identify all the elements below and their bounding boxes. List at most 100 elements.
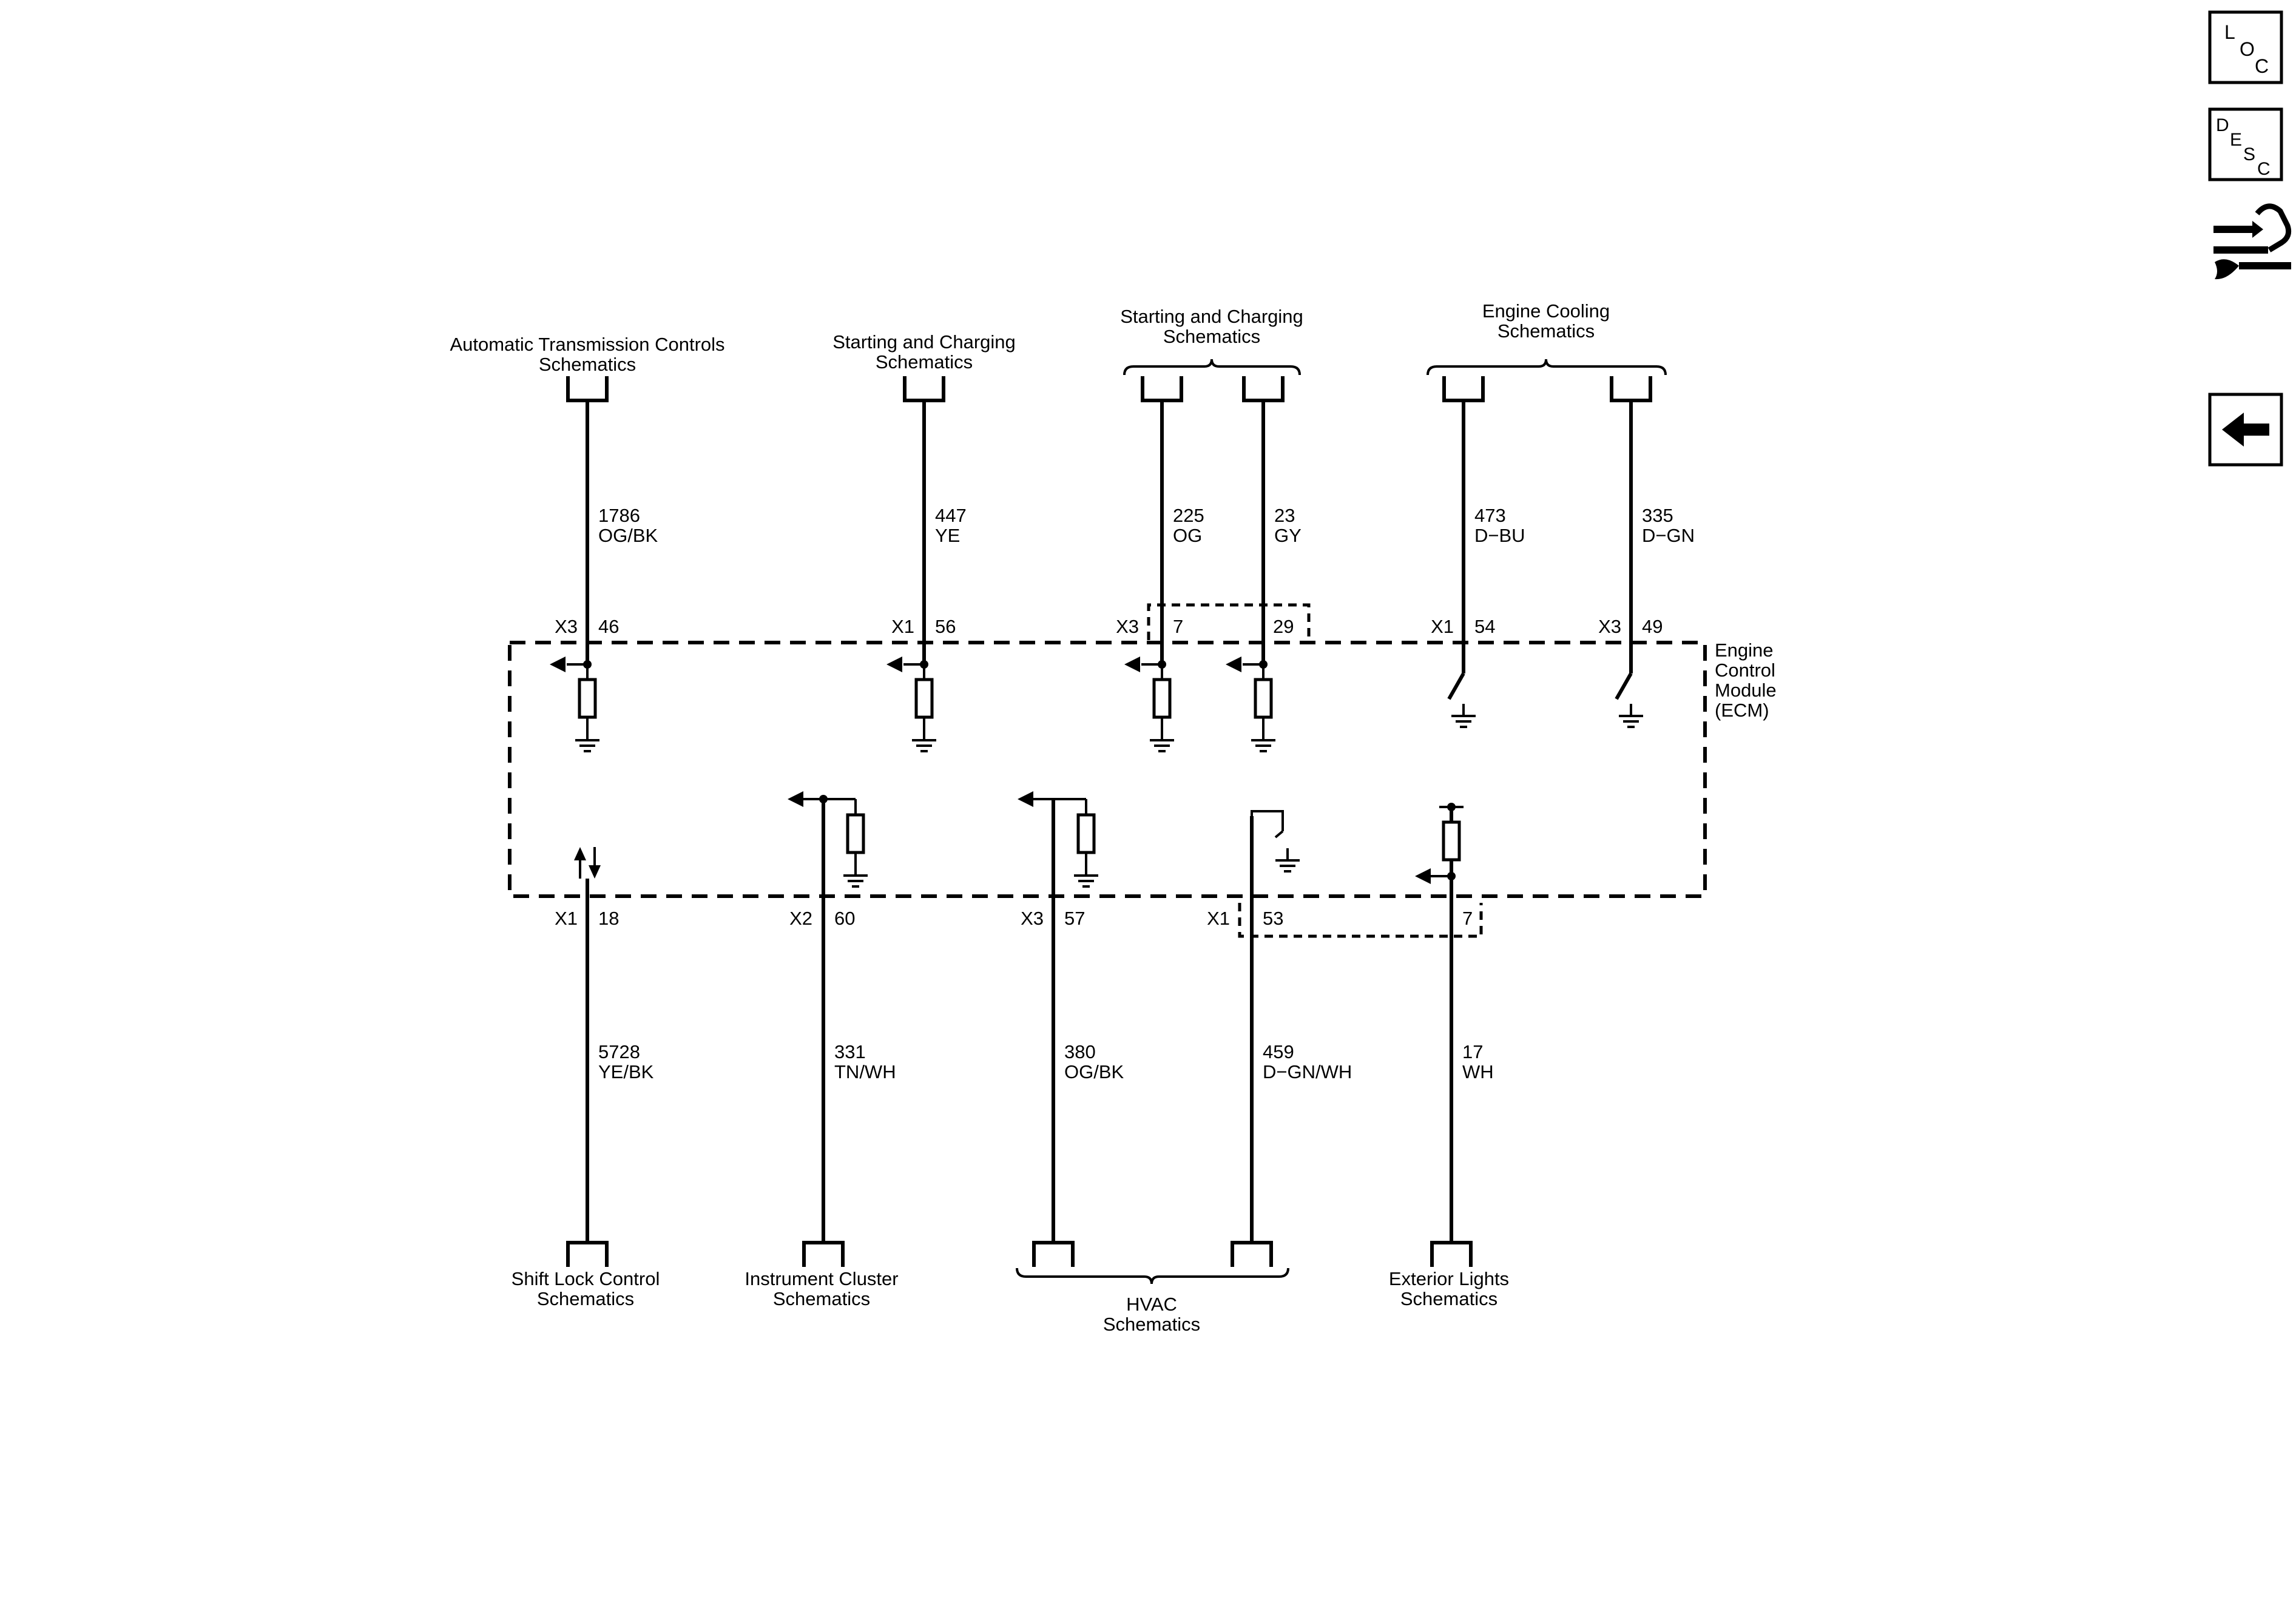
svg-text:7: 7 — [1173, 616, 1183, 637]
top-circuit-label-447: 447 YE — [935, 505, 967, 546]
svg-text:54: 54 — [1474, 616, 1495, 637]
svg-text:YE: YE — [935, 525, 960, 546]
connector-repair-icon — [2213, 203, 2292, 280]
svg-text:Schematics: Schematics — [1103, 1314, 1200, 1335]
description-button[interactable]: D E S C — [2208, 107, 2283, 181]
svg-text:Schematics: Schematics — [539, 354, 636, 375]
svg-text:56: 56 — [935, 616, 956, 637]
bottom-dest-shift-lock-control[interactable]: Shift Lock Control Schematics — [512, 1268, 660, 1309]
svg-text:1786: 1786 — [598, 505, 640, 526]
svg-text:Schematics: Schematics — [1163, 326, 1260, 347]
svg-text:O: O — [2240, 38, 2255, 60]
top-circuit-label-225: 225 OG — [1173, 505, 1204, 546]
top-circuit-label-473: 473 D−BU — [1474, 505, 1525, 546]
svg-text:WH: WH — [1462, 1061, 1494, 1082]
svg-text:C: C — [2255, 55, 2269, 77]
svg-text:GY: GY — [1274, 525, 1302, 546]
svg-text:OG: OG — [1173, 525, 1202, 546]
brace-engine-cooling — [1427, 359, 1667, 376]
svg-text:HVAC: HVAC — [1126, 1294, 1177, 1315]
svg-text:X2: X2 — [789, 908, 812, 929]
top-dest-starting-charging-2[interactable]: Starting and Charging Schematics — [1120, 306, 1303, 347]
connector-group-x1-53-7 — [1238, 903, 1483, 938]
svg-text:447: 447 — [935, 505, 967, 526]
svg-text:X1: X1 — [555, 908, 578, 929]
svg-text:Shift Lock Control: Shift Lock Control — [512, 1268, 660, 1289]
svg-text:S: S — [2243, 144, 2255, 164]
svg-text:X1: X1 — [891, 616, 914, 637]
svg-text:60: 60 — [834, 908, 855, 929]
svg-text:Engine: Engine — [1715, 640, 1774, 661]
top-dest-starting-charging-1[interactable]: Starting and Charging Schematics — [832, 331, 1016, 373]
svg-text:Schematics: Schematics — [1497, 320, 1595, 342]
svg-text:Exterior Lights: Exterior Lights — [1389, 1268, 1509, 1289]
svg-text:OG/BK: OG/BK — [598, 525, 658, 546]
top-wires — [568, 376, 1650, 673]
top-pin-labels: X3 46 X1 56 X3 7 29 X1 54 X3 49 — [555, 616, 1663, 637]
svg-text:57: 57 — [1064, 908, 1085, 929]
bottom-dest-hvac[interactable]: HVAC Schematics — [1103, 1294, 1200, 1335]
connector-repair-button[interactable] — [2213, 203, 2292, 280]
svg-text:X1: X1 — [1207, 908, 1230, 929]
svg-text:Control: Control — [1715, 660, 1775, 681]
svg-text:29: 29 — [1273, 616, 1294, 637]
bottom-circuit-label-459: 459 D−GN/WH — [1263, 1041, 1352, 1082]
svg-text:53: 53 — [1263, 908, 1283, 929]
svg-text:331: 331 — [834, 1041, 866, 1062]
svg-text:17: 17 — [1462, 1041, 1483, 1062]
svg-text:335: 335 — [1642, 505, 1673, 526]
svg-text:X3: X3 — [1021, 908, 1044, 929]
svg-text:5728: 5728 — [598, 1041, 640, 1062]
svg-text:D−GN/WH: D−GN/WH — [1263, 1061, 1352, 1082]
bottom-circuit-label-380: 380 OG/BK — [1064, 1041, 1124, 1082]
svg-text:X3: X3 — [555, 616, 578, 637]
back-arrow-icon — [2222, 413, 2269, 447]
svg-text:D−GN: D−GN — [1642, 525, 1695, 546]
svg-text:473: 473 — [1474, 505, 1506, 526]
svg-text:23: 23 — [1274, 505, 1295, 526]
svg-text:225: 225 — [1173, 505, 1204, 526]
location-button[interactable]: L O C — [2208, 10, 2283, 84]
svg-text:Schematics: Schematics — [1400, 1288, 1497, 1309]
svg-text:D: D — [2216, 115, 2229, 135]
svg-text:Engine Cooling: Engine Cooling — [1482, 300, 1610, 322]
svg-text:Schematics: Schematics — [876, 351, 973, 373]
ecm-internal-bottom — [574, 791, 1464, 904]
svg-text:Starting and Charging: Starting and Charging — [1120, 306, 1303, 327]
svg-text:L: L — [2224, 21, 2235, 43]
svg-text:OG/BK: OG/BK — [1064, 1061, 1124, 1082]
location-icon: L O C — [2224, 21, 2269, 77]
svg-text:Module: Module — [1715, 680, 1777, 701]
connector-group-x3-7-29 — [1147, 603, 1311, 640]
ecm-module-label: Engine Control Module (ECM) — [1715, 640, 1777, 721]
bottom-wires — [568, 879, 1471, 1267]
svg-text:X3: X3 — [1116, 616, 1139, 637]
svg-text:380: 380 — [1064, 1041, 1096, 1062]
svg-text:Starting and Charging: Starting and Charging — [832, 331, 1016, 353]
svg-text:46: 46 — [598, 616, 619, 637]
bottom-circuit-label-331: 331 TN/WH — [834, 1041, 896, 1082]
top-circuit-label-335: 335 D−GN — [1642, 505, 1695, 546]
top-dest-engine-cooling[interactable]: Engine Cooling Schematics — [1482, 300, 1610, 342]
svg-text:X3: X3 — [1598, 616, 1621, 637]
top-dest-automatic-transmission-controls[interactable]: Automatic Transmission Controls Schemati… — [450, 334, 724, 375]
svg-text:D−BU: D−BU — [1474, 525, 1525, 546]
brace-starting-charging — [1123, 359, 1301, 376]
bottom-dest-instrument-cluster[interactable]: Instrument Cluster Schematics — [745, 1268, 898, 1309]
svg-text:459: 459 — [1263, 1041, 1294, 1062]
svg-text:TN/WH: TN/WH — [834, 1061, 896, 1082]
svg-text:C: C — [2257, 159, 2271, 179]
svg-text:X1: X1 — [1431, 616, 1454, 637]
brace-hvac — [1016, 1268, 1289, 1284]
svg-text:E: E — [2230, 130, 2242, 150]
svg-text:49: 49 — [1642, 616, 1663, 637]
ecm-module-outline — [508, 641, 1707, 898]
svg-text:(ECM): (ECM) — [1715, 700, 1769, 721]
back-button[interactable] — [2208, 393, 2283, 467]
bottom-circuit-label-5728: 5728 YE/BK — [598, 1041, 654, 1082]
svg-text:18: 18 — [598, 908, 619, 929]
bottom-circuit-label-17: 17 WH — [1462, 1041, 1494, 1082]
svg-text:Schematics: Schematics — [773, 1288, 870, 1309]
bottom-dest-exterior-lights[interactable]: Exterior Lights Schematics — [1389, 1268, 1509, 1309]
